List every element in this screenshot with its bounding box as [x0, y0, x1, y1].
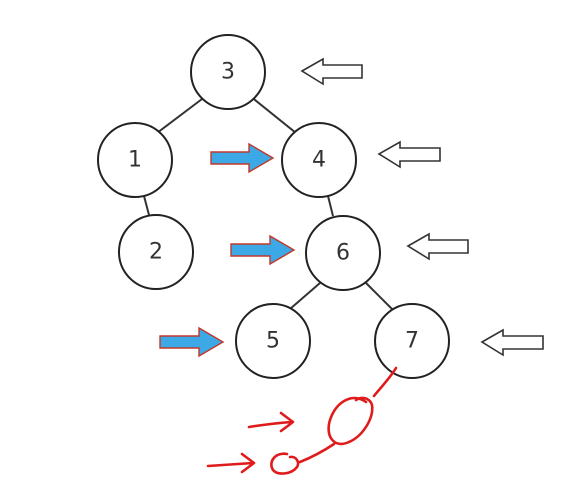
hollow-left-arrow-icon	[377, 140, 441, 169]
node-label: 2	[149, 240, 163, 265]
blue-right-arrow-icon	[159, 326, 225, 358]
node-label: 4	[312, 148, 326, 173]
blue-arrows	[159, 142, 296, 358]
node-circle	[118, 214, 194, 290]
node-circle	[281, 122, 357, 198]
tree-node-2: 2	[118, 214, 194, 290]
edge-3-4	[249, 95, 297, 134]
hollow-arrows	[300, 57, 544, 357]
node-label: 7	[405, 329, 419, 354]
node-circle	[374, 303, 450, 379]
scribble-loop-large	[327, 396, 374, 446]
tree-node-4: 4	[281, 122, 357, 198]
hollow-left-arrow-icon	[480, 328, 544, 357]
node-circle	[235, 303, 311, 379]
blue-right-arrow-icon	[210, 142, 275, 174]
tree-node-5: 5	[235, 303, 311, 379]
node-circle	[190, 34, 266, 110]
edge-6-5	[289, 282, 321, 310]
node-label: 3	[221, 60, 235, 85]
hollow-left-arrow-icon	[300, 57, 363, 86]
node-label: 5	[266, 329, 280, 354]
edge-3-1	[156, 95, 207, 134]
red-arrow-lower	[206, 452, 256, 474]
node-label: 6	[336, 241, 350, 266]
blue-right-arrow-icon	[230, 234, 296, 266]
edge-4-6	[327, 195, 334, 217]
scribble-connector	[298, 442, 336, 464]
tree-edges	[143, 95, 394, 311]
node-circle	[97, 122, 173, 198]
tree-node-3: 3	[190, 34, 266, 110]
scribble-loop-small	[270, 452, 300, 475]
scribble-line	[372, 366, 398, 398]
red-annotation	[206, 366, 398, 475]
edge-6-7	[365, 282, 394, 311]
edge-1-2	[143, 195, 150, 216]
tree-node-6: 6	[305, 215, 381, 291]
tree-node-7: 7	[374, 303, 450, 379]
node-circle	[305, 215, 381, 291]
red-arrow-upper	[247, 411, 295, 433]
node-label: 1	[128, 148, 142, 173]
tree-node-1: 1	[97, 122, 173, 198]
hollow-left-arrow-icon	[406, 232, 469, 261]
